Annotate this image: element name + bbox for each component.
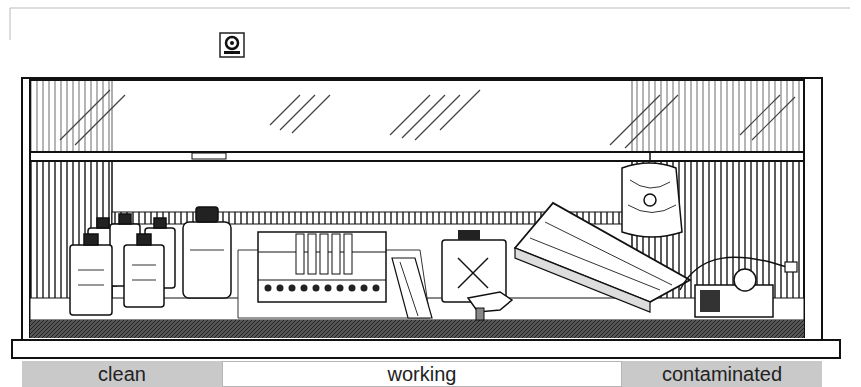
power-plug bbox=[785, 262, 797, 272]
sash-handle bbox=[192, 153, 226, 159]
glass-streak bbox=[390, 95, 430, 135]
rack-hole bbox=[325, 285, 332, 292]
bottle-cap bbox=[137, 234, 151, 245]
biohazard-caption-bar bbox=[224, 51, 240, 54]
rack-hole bbox=[265, 285, 272, 292]
rack-hole bbox=[301, 285, 308, 292]
bottle bbox=[70, 245, 112, 315]
zone-band: working bbox=[222, 361, 622, 387]
bottle-cap bbox=[97, 218, 109, 228]
glass-streak bbox=[75, 95, 125, 145]
zone-label: working bbox=[388, 363, 457, 385]
rack-hole bbox=[337, 285, 344, 292]
label-line bbox=[132, 265, 156, 266]
rack-holes bbox=[265, 285, 380, 292]
glass-streak bbox=[740, 95, 780, 135]
pipette bbox=[400, 262, 418, 316]
pipettor bbox=[468, 292, 512, 312]
front-ledge bbox=[12, 340, 840, 358]
test-tube bbox=[296, 234, 304, 274]
test-tubes bbox=[296, 234, 352, 274]
glass-reflection bbox=[60, 90, 795, 148]
rack-hole bbox=[289, 285, 296, 292]
glass-streak bbox=[752, 97, 795, 140]
pump-part bbox=[700, 290, 720, 312]
cabinet-body bbox=[22, 78, 822, 340]
bottle-labels bbox=[78, 250, 224, 285]
bottle-cap bbox=[84, 234, 98, 245]
biohazard-symbol bbox=[230, 41, 234, 45]
bag-symbol bbox=[644, 194, 656, 206]
label-line bbox=[132, 280, 156, 281]
label-cross bbox=[458, 258, 488, 288]
tray-rim bbox=[530, 238, 660, 290]
discard-tray-side bbox=[515, 248, 650, 312]
media-bottles bbox=[70, 207, 231, 315]
zone-band: contaminated bbox=[622, 361, 822, 387]
glass-streak bbox=[625, 95, 678, 148]
pipette-case bbox=[392, 258, 432, 318]
rack-hole bbox=[277, 285, 284, 292]
label-cross bbox=[458, 258, 488, 288]
rack-shelf bbox=[258, 280, 386, 281]
label-line bbox=[190, 250, 224, 251]
biohazard-bag bbox=[622, 163, 682, 237]
test-tube bbox=[332, 234, 340, 274]
zone-label: clean bbox=[98, 363, 146, 385]
zone-label: contaminated bbox=[662, 363, 782, 385]
bottle bbox=[124, 245, 164, 307]
bottle-cap bbox=[154, 218, 166, 228]
pump-tubing bbox=[680, 257, 790, 290]
glass-streak bbox=[280, 95, 315, 130]
test-tube bbox=[308, 234, 316, 274]
pump-flask bbox=[734, 269, 756, 291]
container-cap bbox=[458, 230, 480, 240]
front-grille bbox=[30, 320, 804, 338]
test-tube bbox=[344, 234, 352, 274]
zone-band: clean bbox=[22, 361, 222, 387]
glass-sash bbox=[30, 80, 804, 154]
glass-streak bbox=[270, 95, 300, 125]
test-tube bbox=[320, 234, 328, 274]
biohazard-symbol bbox=[226, 37, 238, 49]
biohazard-sign bbox=[220, 33, 244, 57]
pipettor-grip bbox=[476, 308, 484, 320]
label-line bbox=[78, 285, 104, 286]
glass-streak bbox=[292, 95, 330, 133]
label-line bbox=[78, 270, 104, 271]
rack-hole bbox=[349, 285, 356, 292]
rack-hole bbox=[313, 285, 320, 292]
bottle-cap bbox=[119, 214, 131, 224]
bag-fold bbox=[628, 180, 676, 213]
rack-hole bbox=[373, 285, 380, 292]
glass-streak bbox=[440, 90, 480, 130]
rack-hole bbox=[361, 285, 368, 292]
tube-rack bbox=[258, 232, 386, 302]
bottle bbox=[183, 222, 231, 298]
bottle-cap bbox=[196, 207, 218, 222]
vacuum-pump bbox=[695, 285, 773, 317]
sash-bar bbox=[30, 152, 804, 161]
frame-line bbox=[10, 8, 850, 9]
frame-line bbox=[10, 8, 11, 40]
glass-streak bbox=[60, 90, 110, 140]
bag-hook bbox=[649, 152, 651, 160]
